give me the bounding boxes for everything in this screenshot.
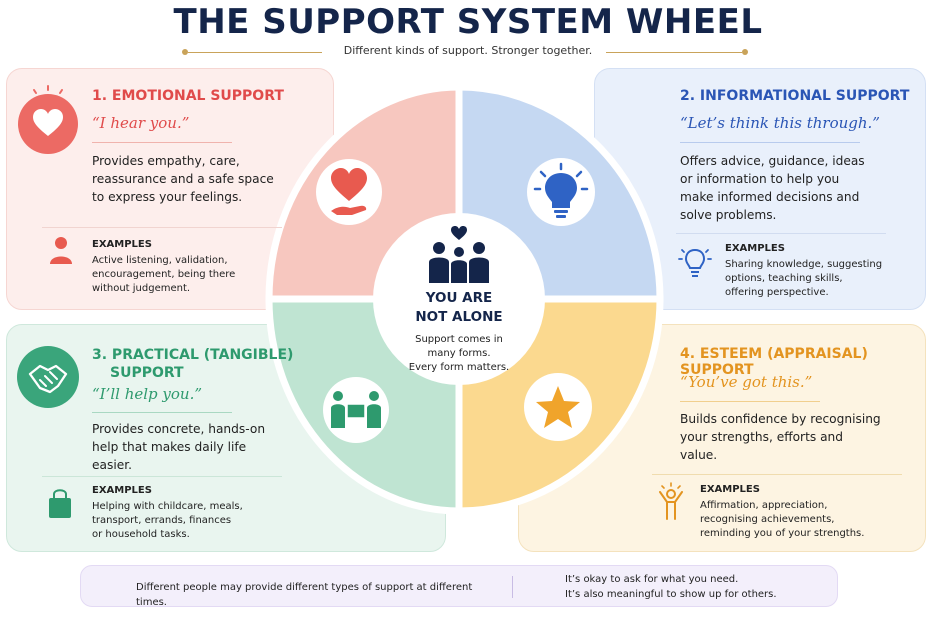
- informational-ex-line-3: offering perspective.: [725, 287, 829, 298]
- practical-heading: 3. PRACTICAL (TANGIBLE) SUPPORT: [92, 346, 293, 382]
- informational-examples-divider: [676, 233, 886, 234]
- practical-ex-line-2: transport, errands, finances: [92, 515, 232, 526]
- informational-quote: “Let’s think this through.”: [680, 114, 880, 132]
- emotional-ex-line-3: without judgement.: [92, 283, 191, 294]
- emotional-desc-line-3: to express your feelings.: [92, 190, 243, 204]
- practical-desc-line-2: help that makes daily life: [92, 440, 247, 454]
- esteem-examples-label: EXAMPLES: [700, 484, 760, 495]
- esteem-heading: 4. ESTEEM (APPRAISAL) SUPPORT: [680, 346, 868, 378]
- footer-right-line-2: It’s also meaningful to show up for othe…: [565, 589, 777, 600]
- center-sub-line-2: many forms.: [427, 348, 491, 359]
- informational-examples-label: EXAMPLES: [725, 243, 785, 254]
- footer-divider: [512, 576, 513, 598]
- lightbulb-icon: [527, 158, 595, 226]
- esteem-ex-line-2: recognising achievements,: [700, 514, 835, 525]
- informational-desc-line-4: solve problems.: [680, 208, 777, 222]
- subtitle-row: Different kinds of support. Stronger tog…: [0, 44, 936, 60]
- emotional-ex-line-2: encouragement, being there: [92, 269, 236, 280]
- informational-desc-line-2: or information to help you: [680, 172, 840, 186]
- subtitle-dot-right: [742, 49, 748, 55]
- informational-desc-line-3: make informed decisions and: [680, 190, 860, 204]
- emotional-examples: Active listening, validation, encouragem…: [92, 254, 322, 296]
- heart-in-hand-icon: [316, 159, 382, 225]
- emotional-divider: [92, 142, 232, 143]
- center-sub-line-1: Support comes in: [415, 334, 503, 345]
- informational-desc-line-1: Offers advice, guidance, ideas: [680, 154, 865, 168]
- esteem-examples: Affirmation, appreciation, recognising a…: [700, 499, 920, 541]
- practical-heading-line-1: 3. PRACTICAL (TANGIBLE): [92, 347, 294, 363]
- esteem-desc-line-1: Builds confidence by recognising: [680, 412, 881, 426]
- practical-desc-line-3: easier.: [92, 458, 132, 472]
- emotional-desc-line-1: Provides empathy, care,: [92, 154, 240, 168]
- esteem-quote: “You’ve got this.”: [680, 373, 813, 391]
- practical-examples: Helping with childcare, meals, transport…: [92, 500, 292, 542]
- esteem-description: Builds confidence by recognising your st…: [680, 410, 920, 464]
- subtitle-rule-left: [188, 52, 322, 53]
- esteem-ex-line-1: Affirmation, appreciation,: [700, 500, 828, 511]
- subtitle-rule-right: [606, 52, 742, 53]
- esteem-desc-line-2: your strengths, efforts and: [680, 430, 844, 444]
- emotional-examples-divider: [42, 227, 282, 228]
- practical-examples-divider: [42, 476, 282, 477]
- emotional-desc-line-2: reassurance and a safe space: [92, 172, 274, 186]
- page-title: THE SUPPORT SYSTEM WHEEL: [173, 2, 763, 42]
- esteem-desc-line-3: value.: [680, 448, 718, 462]
- heart-icon: [18, 85, 78, 154]
- esteem-examples-divider: [652, 474, 902, 475]
- practical-examples-label: EXAMPLES: [92, 485, 152, 496]
- footer-right-text: It’s okay to ask for what you need. It’s…: [565, 572, 825, 602]
- family-icon: [429, 226, 489, 283]
- handshake-icon: [17, 346, 79, 408]
- celebrating-person-icon: [659, 482, 683, 520]
- informational-description: Offers advice, guidance, ideas or inform…: [680, 152, 920, 224]
- practical-ex-line-3: or household tasks.: [92, 529, 190, 540]
- practical-divider: [92, 412, 232, 413]
- practical-heading-line-2: SUPPORT: [110, 365, 184, 381]
- center-title-line-1: YOU ARE: [425, 290, 493, 306]
- lightbulb-icon-small: [678, 248, 712, 277]
- esteem-divider: [680, 401, 820, 402]
- footer-right-line-1: It’s okay to ask for what you need.: [565, 574, 739, 585]
- center-title-line-2: NOT ALONE: [415, 309, 503, 325]
- emotional-examples-label: EXAMPLES: [92, 239, 152, 250]
- shopping-bag-icon: [49, 489, 71, 518]
- center-sub-line-3: Every form matters.: [408, 362, 510, 373]
- practical-ex-line-1: Helping with childcare, meals,: [92, 501, 243, 512]
- people-box-icon: [323, 377, 389, 443]
- subtitle: Different kinds of support. Stronger tog…: [343, 44, 593, 57]
- practical-description: Provides concrete, hands-on help that ma…: [92, 420, 282, 474]
- informational-divider: [680, 142, 860, 143]
- emotional-quote: “I hear you.”: [92, 114, 190, 132]
- footer-banner: Different people may provide different t…: [80, 565, 838, 608]
- informational-examples: Sharing knowledge, suggesting options, t…: [725, 258, 920, 300]
- star-icon: [524, 373, 592, 441]
- informational-ex-line-2: options, teaching skills,: [725, 273, 843, 284]
- practical-desc-line-1: Provides concrete, hands-on: [92, 422, 266, 436]
- informational-heading: 2. INFORMATIONAL SUPPORT: [680, 88, 910, 104]
- emotional-ex-line-1: Active listening, validation,: [92, 255, 228, 266]
- emotional-description: Provides empathy, care, reassurance and …: [92, 152, 322, 206]
- center-title: YOU ARE NOT ALONE: [389, 289, 529, 327]
- center-disc: [373, 213, 545, 385]
- emotional-heading: 1. EMOTIONAL SUPPORT: [92, 88, 284, 104]
- person-icon: [50, 237, 72, 264]
- practical-quote: “I’ll help you.”: [92, 385, 203, 403]
- esteem-ex-line-3: reminding you of your strengths.: [700, 528, 865, 539]
- center-subtitle: Support comes in many forms. Every form …: [389, 333, 529, 375]
- subtitle-dot-left: [182, 49, 188, 55]
- footer-left-text: Different people may provide different t…: [136, 582, 473, 608]
- informational-ex-line-1: Sharing knowledge, suggesting: [725, 259, 883, 270]
